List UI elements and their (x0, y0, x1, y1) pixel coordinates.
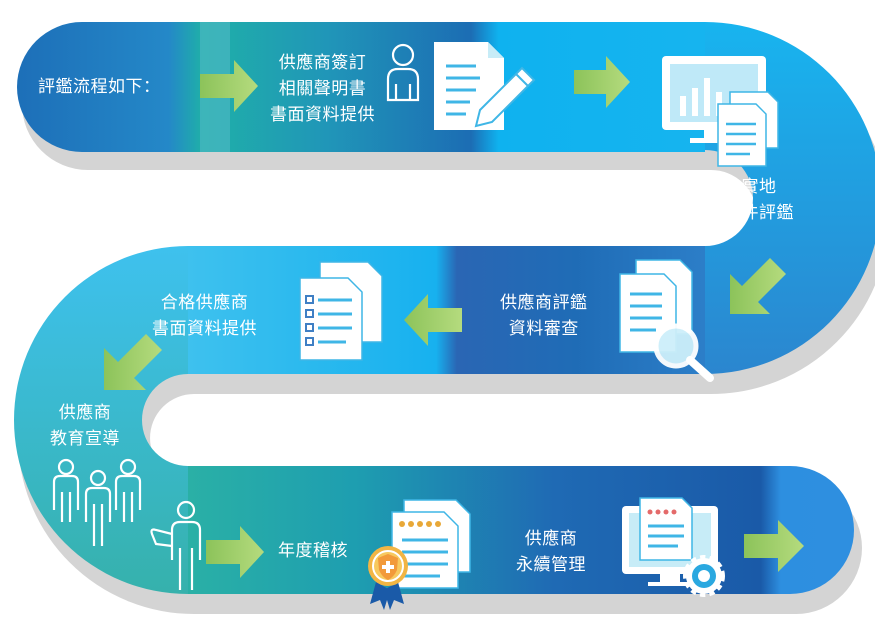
arrow-right-icon (574, 56, 630, 108)
step-4-label: 合格供應商 書面資料提供 (152, 293, 257, 339)
rated-documents-icon (391, 499, 471, 589)
step-7-label: 供應商 永續管理 (516, 529, 586, 575)
arrow-down-left-icon (104, 334, 162, 390)
step-1-label: 供應商簽訂 相關聲明書 書面資料提供 (270, 53, 375, 125)
arrow-right-icon (206, 526, 264, 578)
arrow-right-icon (744, 520, 804, 572)
documents-magnifier-icon (619, 259, 714, 382)
group-people-icon (52, 458, 142, 546)
person-outline-icon (386, 43, 420, 102)
step-5-label: 供應商 教育宣導 (50, 403, 120, 449)
document-pen-icon (434, 42, 536, 130)
track-left-turn (14, 246, 188, 594)
monitor-rating-gear-icon (622, 497, 725, 597)
flow-arrows (104, 56, 804, 578)
track-top (17, 22, 705, 152)
step-6-label: 年度稽核 (278, 541, 348, 561)
checklist-documents-icon (299, 261, 383, 361)
intro-label: 評鑑流程如下： (38, 77, 161, 97)
arrow-down-left-icon (730, 258, 786, 314)
step-2-label: 實地 文件評鑑 (724, 177, 794, 223)
documents-stack-icon (717, 91, 779, 167)
shield-badge-icon (368, 546, 408, 610)
step-3-label: 供應商評鑑 資料審查 (500, 293, 588, 339)
arrow-left-icon (404, 294, 462, 346)
arrow-right-icon (200, 60, 258, 112)
presenter-icon (150, 500, 202, 590)
